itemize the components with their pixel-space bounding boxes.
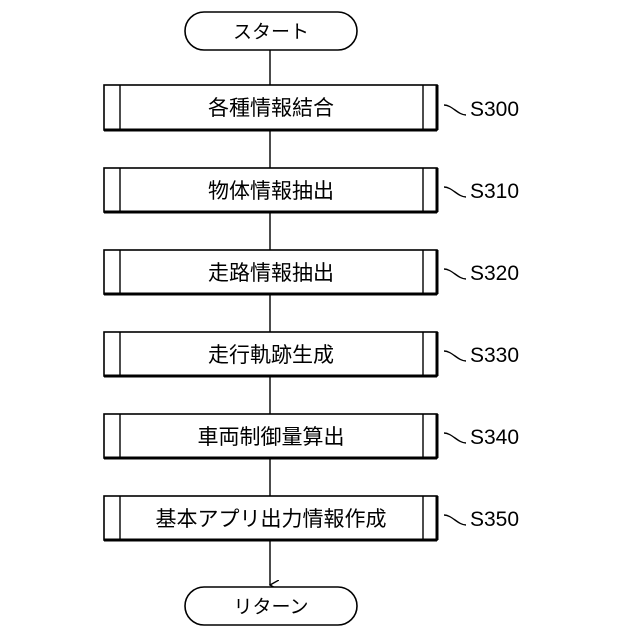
- start-terminal: スタート: [185, 12, 357, 50]
- process-step-s350: 基本アプリ出力情報作成 S350: [104, 496, 519, 540]
- leader-line: [444, 187, 466, 197]
- step-label: 各種情報結合: [208, 97, 334, 120]
- step-id: S300: [470, 98, 519, 121]
- process-step-s300: 各種情報結合 S300: [104, 85, 519, 130]
- leader-line: [444, 269, 466, 279]
- step-label: 基本アプリ出力情報作成: [156, 508, 387, 531]
- step-id: S330: [470, 344, 519, 367]
- step-label: 車両制御量算出: [198, 426, 345, 449]
- start-label: スタート: [233, 21, 309, 43]
- step-id: S350: [470, 508, 519, 531]
- process-step-s320: 走路情報抽出 S320: [104, 250, 519, 294]
- step-label: 走行軌跡生成: [208, 344, 334, 367]
- process-step-s330: 走行軌跡生成 S330: [104, 332, 519, 376]
- leader-line: [444, 351, 466, 361]
- end-terminal: リターン: [185, 587, 357, 625]
- step-label: 物体情報抽出: [208, 180, 334, 203]
- end-label: リターン: [233, 596, 308, 618]
- leader-line: [444, 433, 466, 443]
- leader-line: [444, 515, 466, 525]
- step-id: S320: [470, 262, 519, 285]
- leader-line: [444, 105, 466, 115]
- process-step-s340: 車両制御量算出 S340: [104, 414, 519, 458]
- process-step-s310: 物体情報抽出 S310: [104, 168, 519, 212]
- step-id: S340: [470, 426, 519, 449]
- step-label: 走路情報抽出: [208, 262, 334, 285]
- step-id: S310: [470, 180, 519, 203]
